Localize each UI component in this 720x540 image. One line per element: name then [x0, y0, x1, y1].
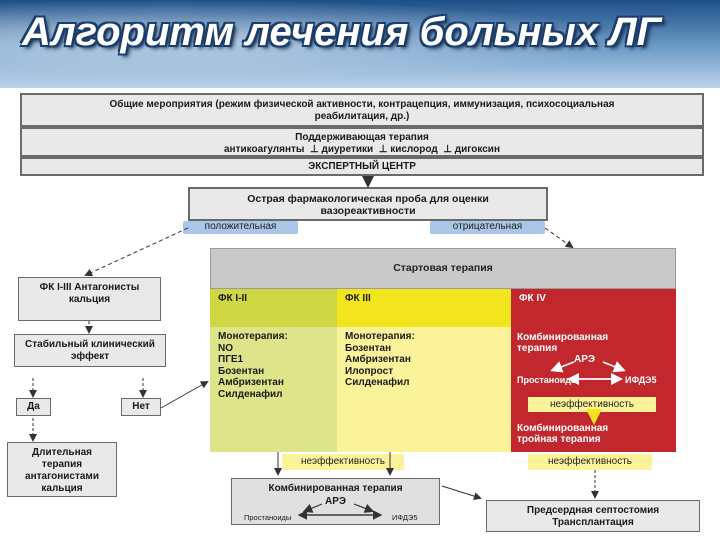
combination-therapy-box: Комбинированная терапия АРЭ Простаноиды … — [231, 478, 440, 525]
ineff-right-bar: неэффективность — [528, 454, 652, 470]
fk-1-2-header: ФК I-II — [210, 289, 337, 327]
expert-center-box: ЭКСПЕРТНЫЙ ЦЕНТР — [20, 157, 704, 176]
fk-3-header: ФК III — [337, 289, 511, 327]
stable-effect-box: Стабильный клинический эффект — [14, 334, 166, 367]
banner-glow — [0, 0, 720, 88]
stable-effect-text: Стабильный клинический эффект — [25, 339, 155, 362]
fk-4-body: Комбинированная терапия АРЭ Простаноиды … — [511, 327, 676, 452]
fk-1-2-line-3: Бозентан — [218, 365, 265, 377]
fk-1-2-line-5: Силденафил — [218, 388, 283, 400]
septostomy-box: Предсердная септостомия Трансплантация — [486, 500, 700, 532]
arrow-combo-are-left — [302, 503, 323, 513]
fk-4-combo-text: Комбинированная терапия — [517, 332, 609, 354]
vasoreactivity-test-box: Острая фармакологическая проба для оценк… — [188, 187, 548, 221]
septostomy-text: Предсердная септостомия Трансплантация — [526, 505, 660, 528]
fk-3-line-4: Силденафил — [345, 377, 410, 388]
fk-3-line-0: Монотерапия: — [345, 331, 415, 342]
fk-3-line-1: Бозентан — [345, 342, 392, 354]
fk-1-2-line-0: Монотерапия: — [218, 331, 288, 342]
fk-calcium-antagonists-text: ФК I-III Антагонисты кальция — [39, 282, 140, 305]
fk-1-2-line-1: NO — [218, 342, 233, 354]
no-text: Нет — [132, 401, 150, 412]
vasoreactivity-test-text: Острая фармакологическая проба для оценк… — [247, 193, 489, 217]
start-therapy-header: Стартовая терапия — [210, 248, 676, 289]
combo-prost: Простаноиды — [244, 513, 292, 522]
yes-box: Да — [16, 398, 51, 416]
ineff-left-bar: неэффективность — [282, 454, 404, 470]
arrow-positive — [84, 227, 189, 277]
negative-label: отрицательная — [430, 221, 545, 234]
fk-4-triple-text: Комбинированная тройная терапия — [517, 423, 609, 445]
combo-title: Комбинированная терапия — [268, 483, 403, 494]
general-measures-box: Общие мероприятия (режим физической акти… — [20, 93, 704, 127]
positive-label: положительная — [183, 221, 298, 234]
fk-1-2-body: Монотерапия: NO ПГЕ1 Бозентан Амбризента… — [210, 327, 337, 452]
arrow-negative — [544, 227, 574, 249]
fk-3-line-3: Илопрост — [345, 365, 394, 377]
fk-3-line-2: Амбризентан — [345, 354, 411, 365]
long-term-therapy-text: Длительная терапия антагонистами кальция — [25, 447, 99, 494]
fk-4-prost-text: Простаноиды — [517, 375, 579, 385]
fk-4-ifde-text: ИФДЭ5 — [625, 375, 657, 385]
long-term-therapy-box: Длительная терапия антагонистами кальция — [7, 442, 117, 497]
arrow-combo-to-septo — [441, 485, 482, 501]
start-therapy-text: Стартовая терапия — [393, 262, 493, 274]
fk-1-2-line-4: Амбризентан — [218, 377, 284, 388]
fk-3-body: Монотерапия: Бозентан Амбризентан Илопро… — [337, 327, 511, 452]
no-box: Нет — [121, 398, 161, 416]
fk-calcium-antagonists-box: ФК I-III Антагонисты кальция — [18, 277, 161, 321]
supportive-items: антикоагулянты ⊥ диуретики ⊥ кислород ⊥ … — [224, 144, 500, 155]
page-title: Алгоритм лечения больных ЛГ — [22, 10, 662, 54]
supportive-title: Поддерживающая терапия — [295, 132, 429, 143]
combo-are: АРЭ — [325, 496, 347, 507]
arrow-fk4-are-right — [602, 361, 626, 373]
general-measures-text: Общие мероприятия (режим физической акти… — [109, 99, 615, 122]
expert-center-text: ЭКСПЕРТНЫЙ ЦЕНТР — [308, 161, 416, 172]
arrow-fk4-are-left — [550, 361, 575, 373]
fk-1-2-line-2: ПГЕ1 — [218, 354, 244, 365]
combo-ifde: ИФДЭ5 — [392, 513, 418, 522]
fk-4-header: ФК IV — [511, 289, 676, 327]
arrow-no-to-table — [160, 381, 209, 409]
fk-4-ineff-bar: неэффективность — [528, 397, 656, 412]
arrow-combo-are-right — [353, 503, 375, 513]
yes-text: Да — [27, 401, 40, 412]
fk-4-are-text: АРЭ — [574, 354, 596, 365]
supportive-therapy-box: Поддерживающая терапия антикоагулянты ⊥ … — [20, 127, 704, 157]
